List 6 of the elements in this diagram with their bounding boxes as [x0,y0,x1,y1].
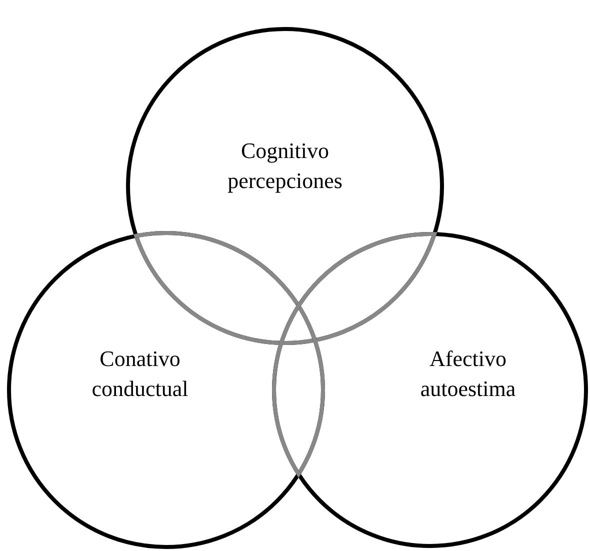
circle-label: Conativo [100,345,180,373]
circle-label: conductual [92,375,188,403]
circle-label: percepciones [228,167,342,195]
circle-label: Afectivo [430,345,506,373]
circle-label: Cognitivo [240,137,329,165]
circle-label: autoestima [420,375,516,403]
